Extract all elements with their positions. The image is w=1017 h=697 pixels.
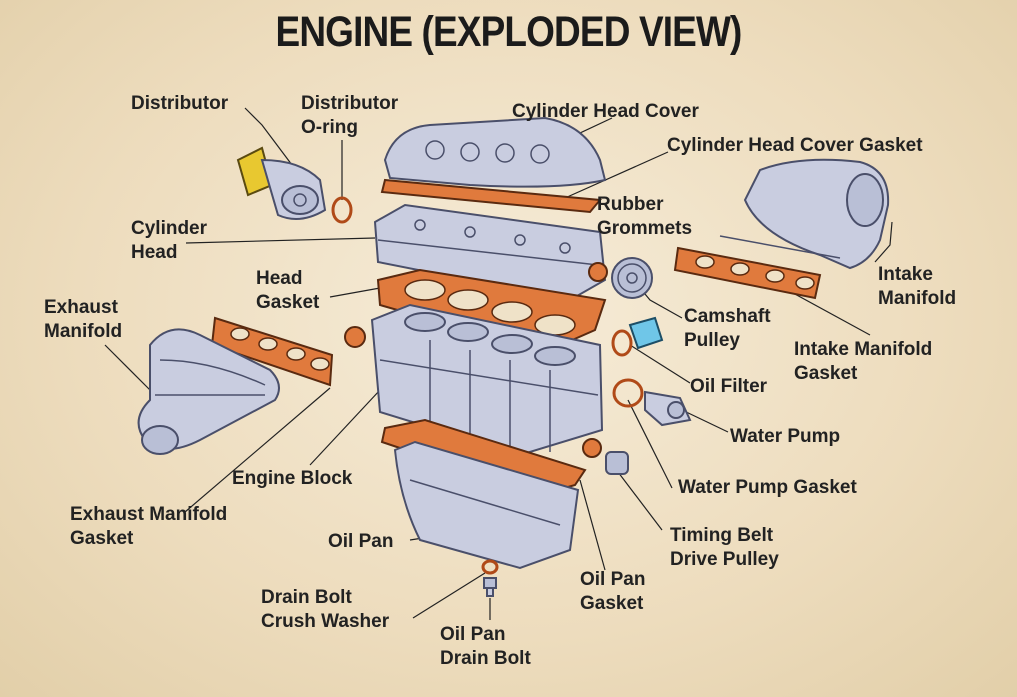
page-title: ENGINE (EXPLODED VIEW) bbox=[275, 8, 743, 56]
engine-block-part bbox=[370, 303, 604, 457]
timing-belt-drive-pulley-part bbox=[582, 438, 629, 475]
water-pump-part bbox=[644, 390, 692, 427]
label-cylinder-head-cover: Cylinder Head Cover bbox=[512, 101, 699, 122]
water-pump-gasket-part bbox=[612, 378, 644, 408]
label-oil-pan: Oil Pan bbox=[328, 531, 394, 552]
head-gasket-part bbox=[376, 268, 607, 354]
exhaust-manifold-part bbox=[137, 328, 280, 455]
intake-manifold-gasket-part bbox=[673, 246, 822, 300]
oil-pan-drain-bolt-part bbox=[483, 577, 497, 597]
oil-pan-part bbox=[393, 440, 580, 570]
cylinder-head-cover-gasket-part bbox=[380, 178, 602, 214]
oil-filter-part bbox=[611, 316, 664, 357]
label-distributor: Distributor bbox=[131, 93, 229, 114]
cylinder-head-seal-part bbox=[588, 262, 608, 282]
label-oil-filter: Oil Filter bbox=[690, 376, 768, 397]
cylinder-head-part bbox=[373, 203, 607, 302]
engine-block-seal-part bbox=[344, 326, 366, 348]
label-water-pump-gasket: Water Pump Gasket bbox=[678, 477, 857, 498]
label-engine-block: Engine Block bbox=[232, 468, 353, 489]
distributor-part bbox=[236, 146, 327, 220]
intake-manifold-part bbox=[719, 158, 890, 270]
label-cylinder-head-cover-gasket: Cylinder Head Cover Gasket bbox=[667, 135, 923, 156]
cylinder-head-cover-part bbox=[383, 116, 607, 188]
label-water-pump: Water Pump bbox=[730, 426, 841, 447]
exhaust-manifold-gasket-part bbox=[210, 316, 334, 387]
drain-bolt-crush-washer-part bbox=[481, 559, 499, 575]
camshaft-pulley-part bbox=[611, 257, 653, 299]
distributor-oring-part bbox=[331, 196, 353, 224]
